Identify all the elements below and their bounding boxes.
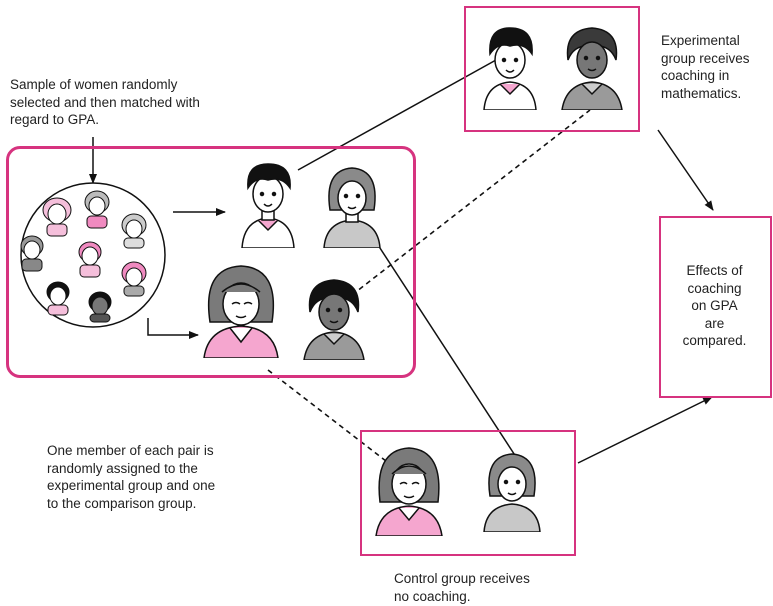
- assignment-label: One member of each pair is randomly assi…: [47, 443, 216, 511]
- experimental-group-box: [464, 6, 640, 132]
- pair2-woman-dark-icon: [303, 279, 365, 360]
- sample-pairs-box: [6, 146, 416, 378]
- pair2-woman-pink-shirt-icon: [203, 265, 279, 358]
- control-label: Control group receives no coaching.: [394, 571, 530, 604]
- sample-circle: [20, 182, 166, 328]
- control-group-box: [360, 430, 576, 556]
- experimental-label: Experimental group receives coaching in …: [661, 33, 750, 101]
- experimental-to-effects-arrow: [657, 129, 714, 211]
- pair1-to-control-line: [377, 244, 521, 464]
- pair1-woman-black-hair-icon: [241, 163, 295, 248]
- pair1-to-experimental-line: [297, 54, 506, 171]
- control-woman-pink-shirt-icon: [375, 447, 443, 536]
- pair1-woman-gray-hair-icon: [323, 167, 381, 248]
- experimental-woman-dark-icon: [561, 27, 623, 110]
- effects-label: Effects of coaching on GPA are compared.: [682, 263, 747, 348]
- sample-label: Sample of women randomly selected and th…: [10, 77, 200, 127]
- control-to-effects-arrow: [577, 396, 713, 464]
- sample-person-icon: [20, 190, 147, 323]
- effects-box: [659, 216, 772, 398]
- control-woman-gray-hair-icon: [483, 453, 541, 532]
- experimental-woman-black-hair-icon: [483, 27, 537, 110]
- circle-to-lower-pair-arrow: [147, 318, 199, 339]
